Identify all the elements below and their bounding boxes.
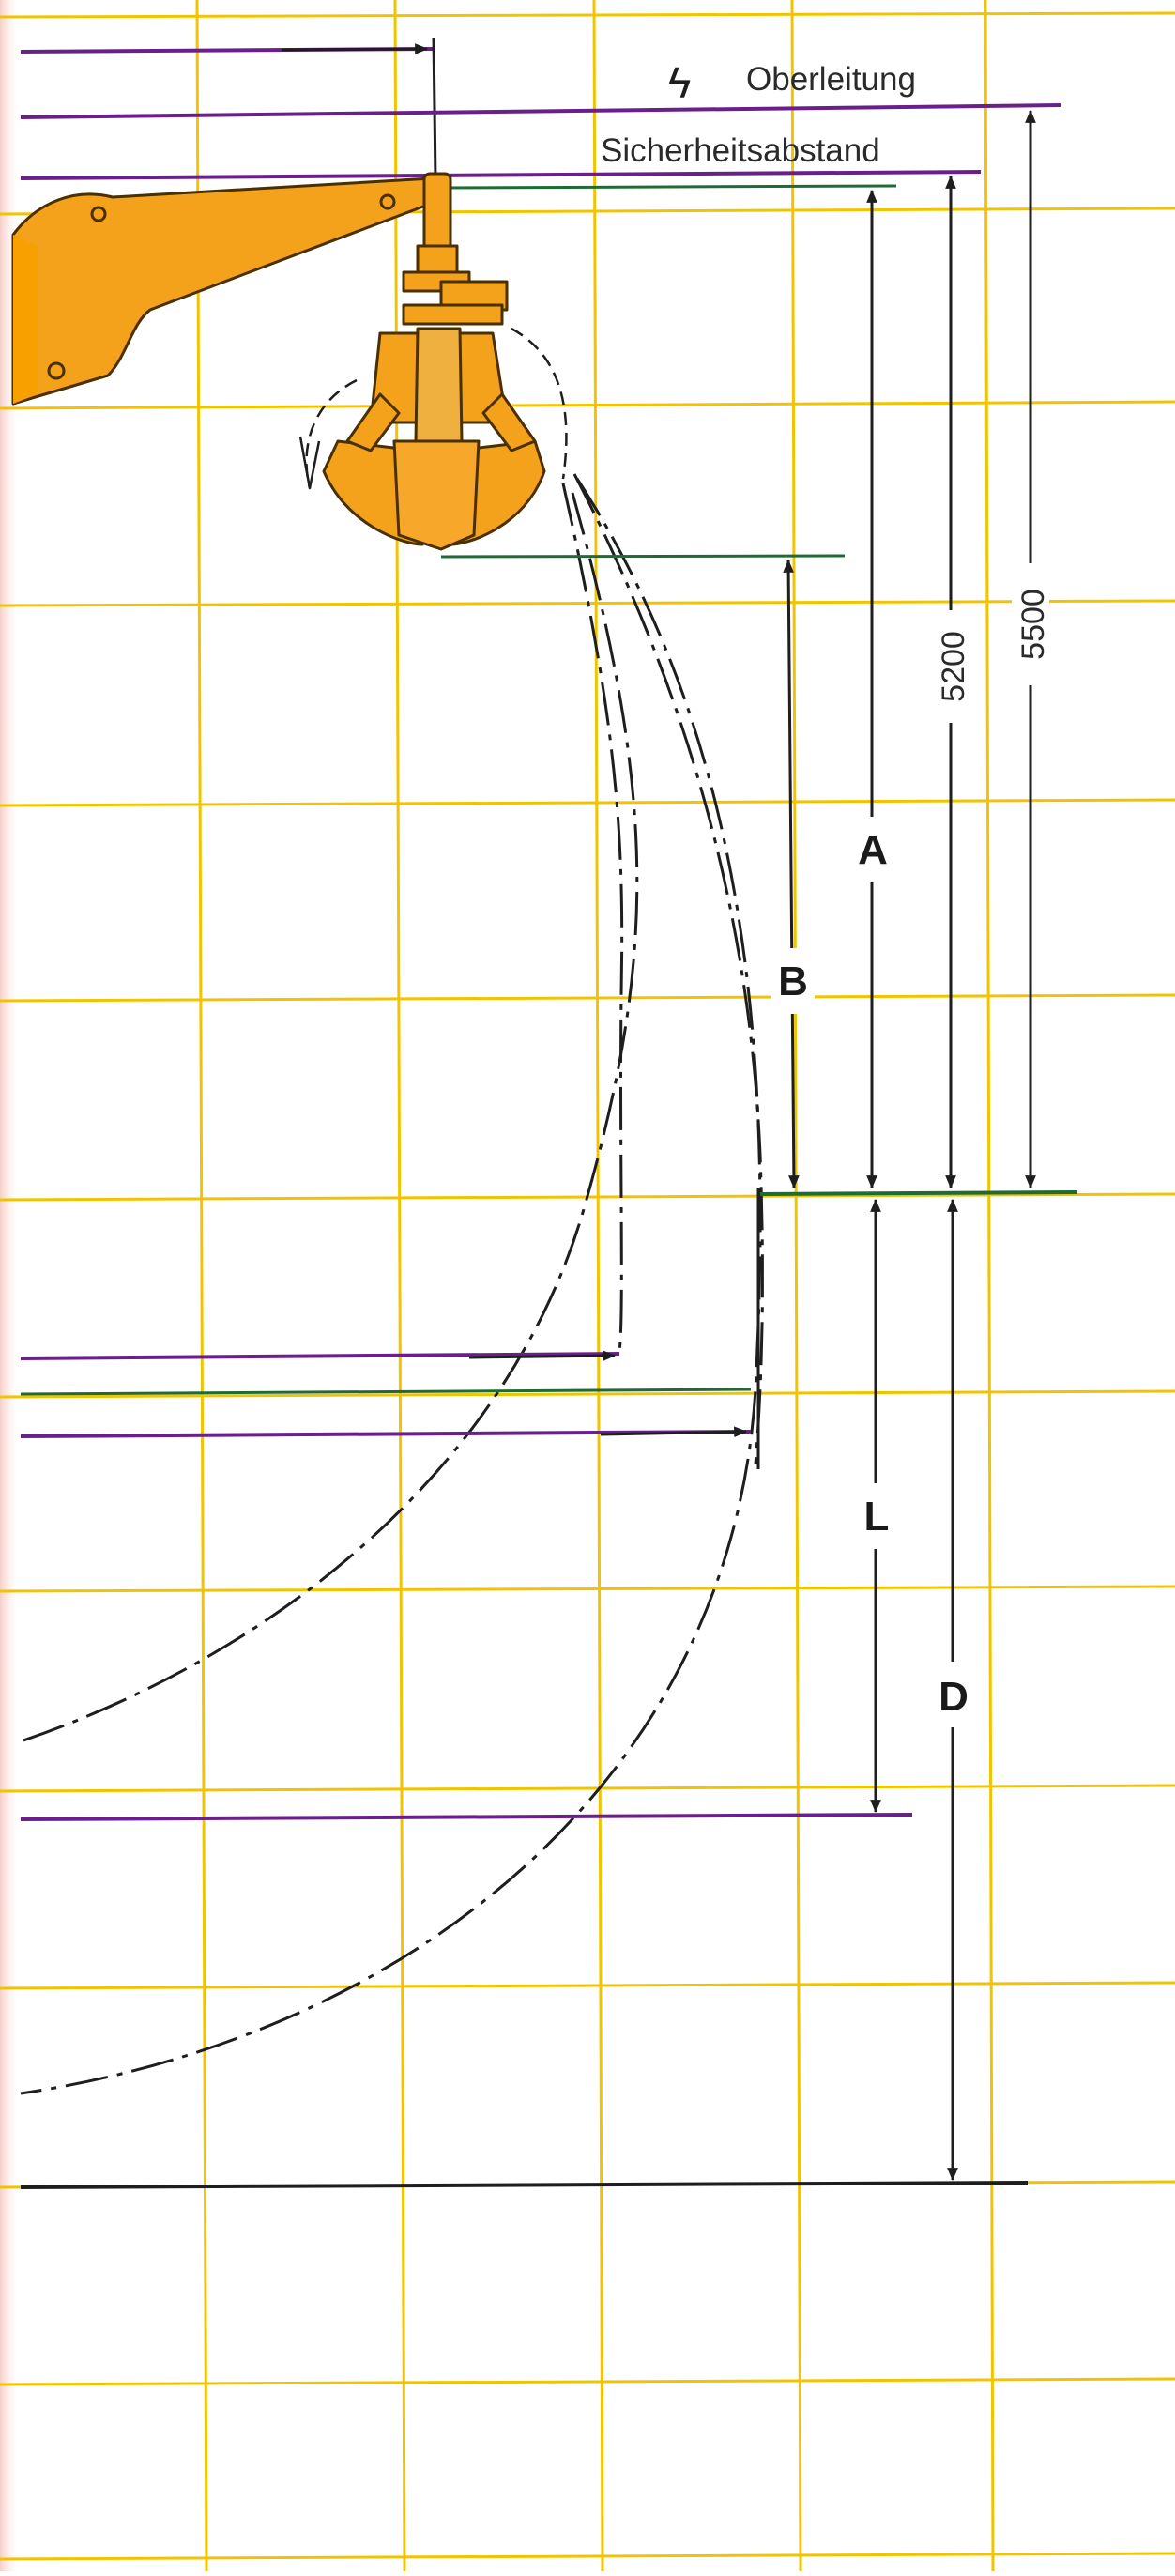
depth-l-line (20, 1813, 913, 1821)
safety-distance-label: Sicherheitsabstand (601, 132, 880, 169)
boom-arm-left (13, 235, 38, 404)
label-gaps (771, 563, 1049, 1727)
dim-d-label: D (938, 1674, 969, 1720)
lightning-icon: ϟ (668, 58, 691, 107)
boom-pin (47, 361, 66, 380)
grid-line-h (0, 1981, 1175, 1990)
inner-vertical-path (561, 483, 624, 1353)
dim-5200-label: 5200 (936, 631, 971, 702)
grid-line-h (0, 2552, 1175, 2561)
grid-line-h (0, 1784, 1175, 1793)
arm-left (345, 392, 401, 452)
outer-vertical-path (572, 473, 764, 1465)
dim-l-label: L (864, 1494, 890, 1540)
grab-bucket-icon (11, 172, 568, 551)
grid-line-v (393, 0, 406, 2572)
dim-a-label: A (858, 827, 888, 873)
grid-line-v (790, 0, 802, 2572)
dim-b-label: B (778, 958, 808, 1004)
bucket-top-line (440, 184, 897, 190)
power-line-label: Oberleitung (746, 61, 916, 98)
inner-swing-arc (20, 492, 639, 1743)
reach-arrow-2 (600, 1426, 748, 1438)
swing-arcs (20, 473, 764, 2095)
top-reach-arrow (281, 43, 429, 54)
reach-line-2 (20, 1388, 752, 1396)
grid-line-h (0, 1585, 1175, 1593)
reference-lines (20, 37, 1078, 2189)
left-edge-tint (0, 0, 21, 2571)
bucket-bottom-line (440, 554, 846, 559)
shell-center (392, 439, 481, 551)
arm-right (481, 392, 537, 452)
ground-level-line (759, 1190, 1078, 1196)
shell-open-right (511, 327, 568, 480)
grid-line-v (592, 0, 604, 2572)
dim-5500-label: 5500 (1015, 589, 1051, 660)
grid-line-h (0, 2377, 1175, 2386)
reach-line-1 (20, 1352, 620, 1360)
dim-b-line (783, 559, 800, 1189)
safety-distance-line (20, 170, 982, 180)
grid-line-h (0, 400, 1175, 410)
top-reach-stop (432, 37, 437, 179)
grid-line-v (195, 0, 208, 2572)
depth-d-line (20, 2181, 1029, 2189)
grid-line-v (984, 0, 995, 2572)
grid-line-h (0, 798, 1175, 807)
reach-arrow-1 (468, 1350, 617, 1361)
grid-line-h (0, 1389, 1175, 1399)
reach-line-3 (20, 1430, 752, 1438)
grid-line-h (0, 993, 1175, 1003)
rotator-base (402, 303, 504, 326)
reach-arrows (281, 43, 760, 1469)
grab-cylinder (414, 327, 464, 443)
boom-pin (379, 193, 396, 210)
power-line (20, 103, 1061, 119)
rotate-arrow-icon (298, 436, 321, 490)
outer-swing-arc (20, 478, 762, 2095)
boom-pin (90, 206, 107, 222)
